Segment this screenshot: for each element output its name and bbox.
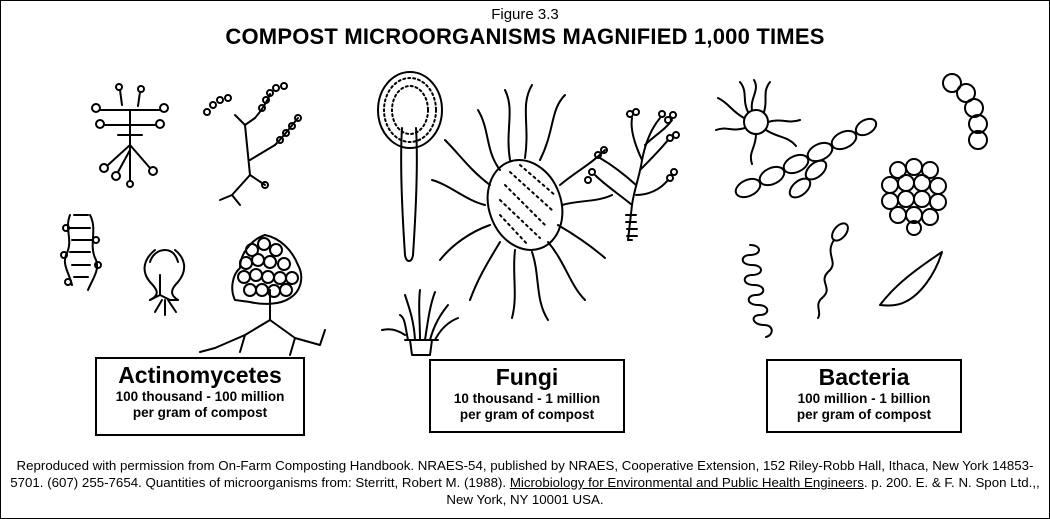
actinomycete-forked-drawing bbox=[145, 250, 185, 315]
bacterium-flagellated-drawing bbox=[716, 80, 800, 164]
bacteria-label-box: Bacteria 100 million - 1 billion per gra… bbox=[766, 359, 962, 433]
actinomycete-chain-drawing bbox=[204, 83, 301, 205]
fungus-sporangium-drawing bbox=[378, 72, 442, 261]
actinomycetes-label-box: Actinomycetes 100 thousand - 100 million… bbox=[95, 357, 305, 436]
bacterium-curved-chain-drawing bbox=[943, 74, 987, 149]
actinomycetes-name: Actinomycetes bbox=[97, 361, 303, 389]
fungus-fan-drawing bbox=[382, 290, 458, 355]
bacteria-range: 100 million - 1 billion bbox=[768, 391, 960, 407]
fungus-branched-conidia-drawing bbox=[585, 109, 679, 240]
bacterium-spindle-drawing bbox=[880, 252, 942, 306]
bacterium-chain-drawing bbox=[733, 115, 879, 201]
fungi-label-box: Fungi 10 thousand - 1 million per gram o… bbox=[429, 359, 625, 433]
fungi-name: Fungi bbox=[431, 363, 623, 391]
fungi-unit: per gram of compost bbox=[431, 407, 623, 423]
bacteria-unit: per gram of compost bbox=[768, 407, 960, 423]
credit-book-title: Microbiology for Environmental and Publi… bbox=[510, 475, 864, 490]
fungus-spherical-spore-drawing bbox=[432, 85, 612, 320]
fungi-range: 10 thousand - 1 million bbox=[431, 391, 623, 407]
bacterium-cluster-drawing bbox=[882, 159, 946, 235]
actinomycete-segmented-drawing bbox=[61, 215, 101, 290]
actinomycete-spore-head-drawing bbox=[200, 235, 325, 355]
bacteria-name: Bacteria bbox=[768, 363, 960, 391]
actinomycetes-range: 100 thousand - 100 million bbox=[97, 389, 303, 405]
actinomycetes-unit: per gram of compost bbox=[97, 405, 303, 421]
bacterium-helix-drawing bbox=[743, 245, 772, 337]
bacterium-spirillum-drawing bbox=[818, 220, 851, 318]
actinomycete-branched-drawing bbox=[92, 84, 168, 187]
source-credit: Reproduced with permission from On-Farm … bbox=[6, 457, 1044, 508]
